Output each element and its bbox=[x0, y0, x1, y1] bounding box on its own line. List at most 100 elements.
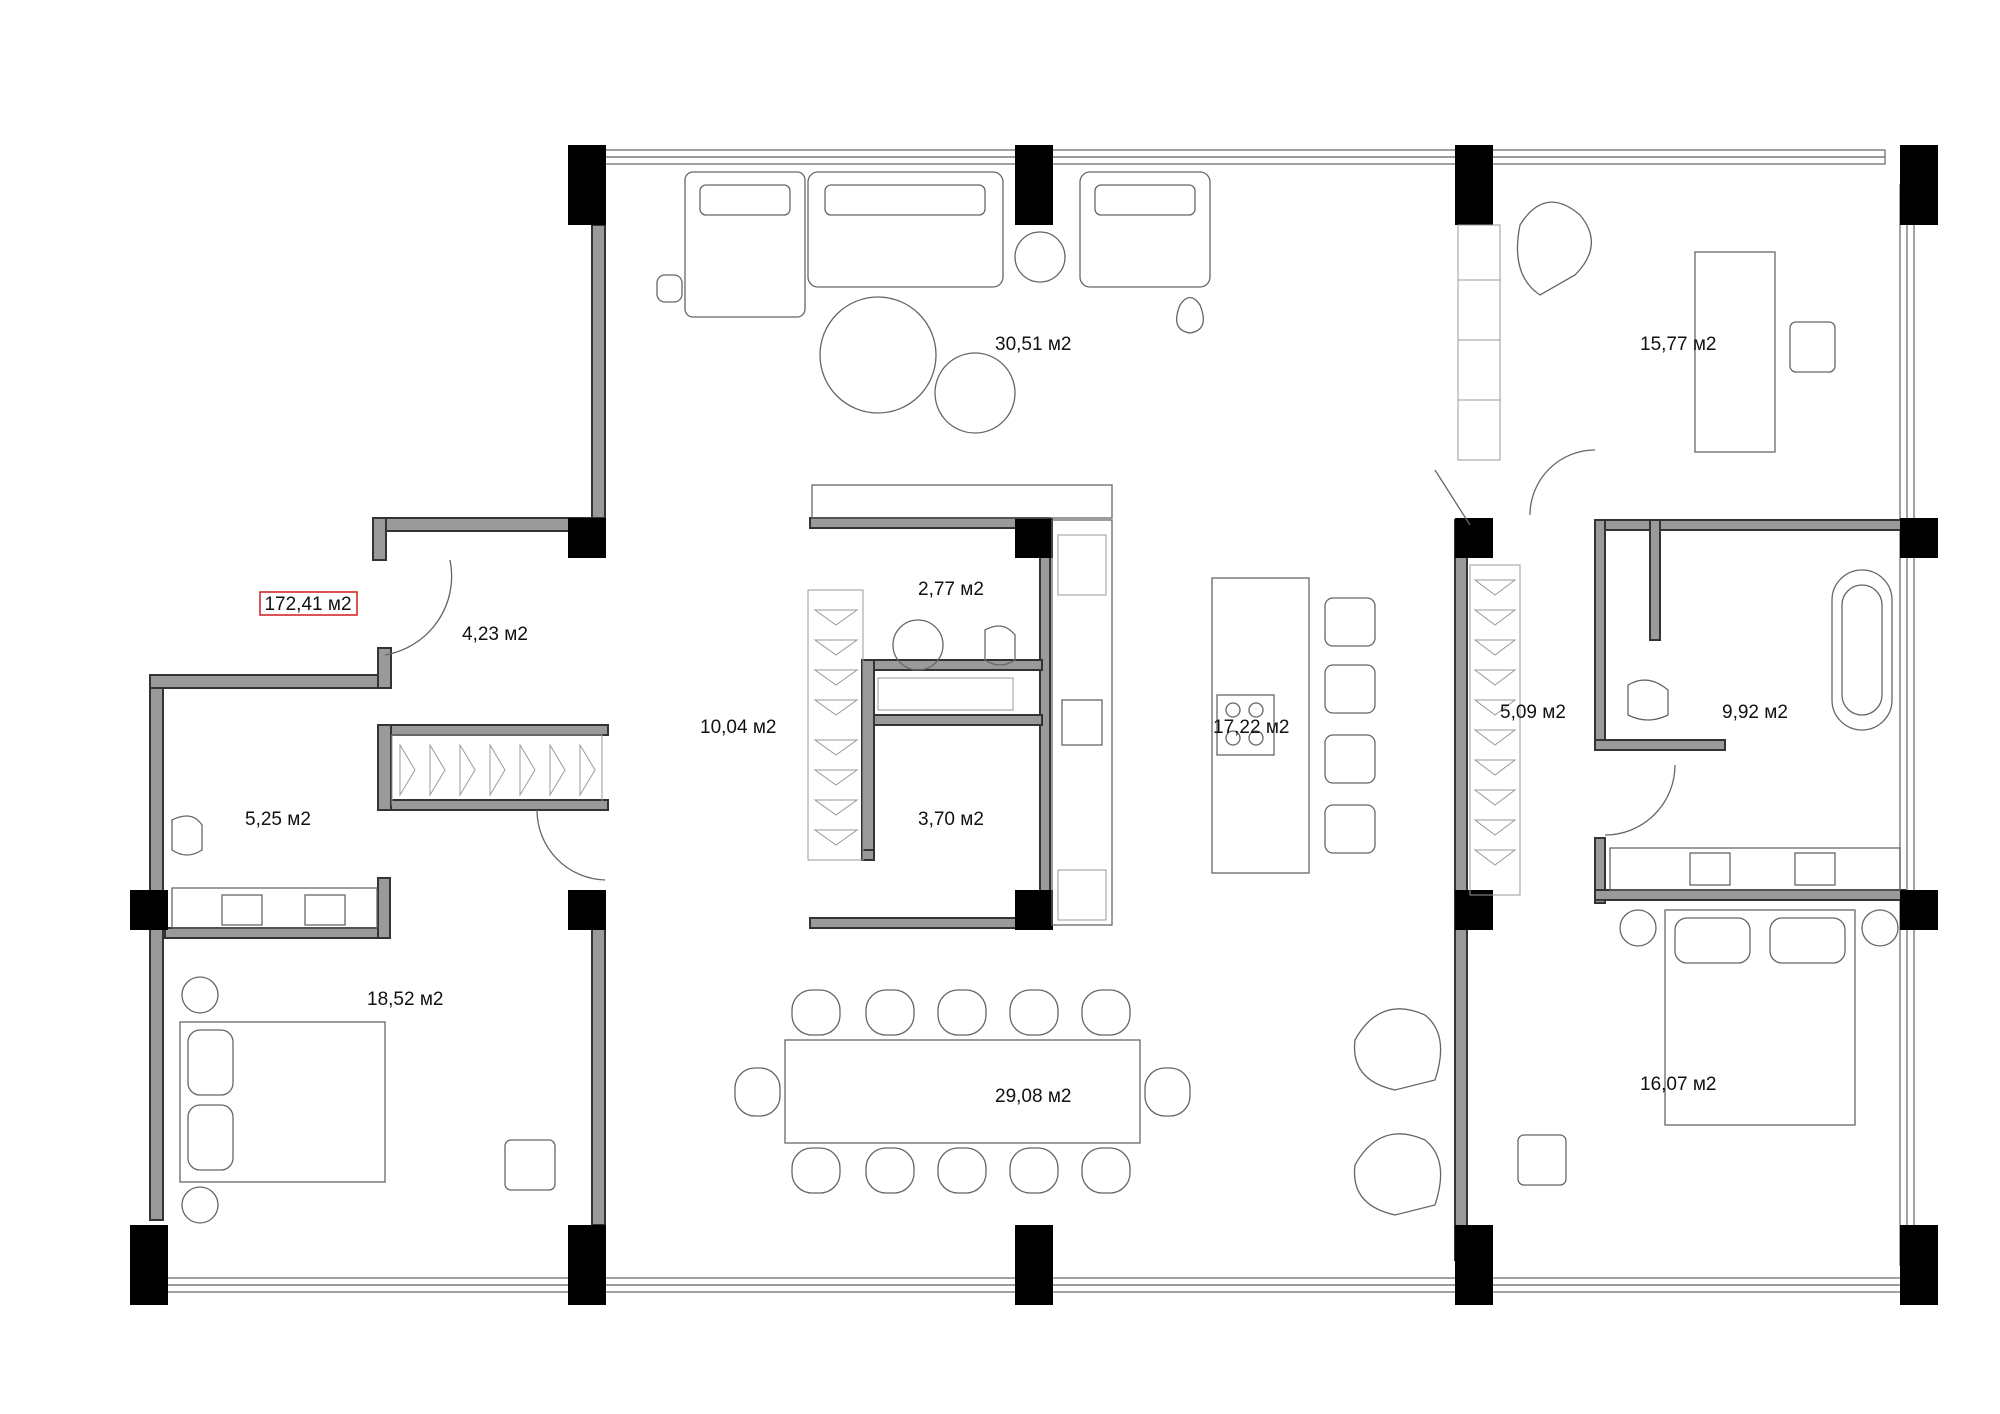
bar-stool bbox=[1324, 804, 1376, 854]
pillar bbox=[1900, 1225, 1938, 1305]
pillar bbox=[1015, 1225, 1053, 1305]
area-kitchen: 17,22 м2 bbox=[1213, 717, 1289, 738]
pillar bbox=[1015, 518, 1053, 558]
pillar bbox=[130, 1225, 168, 1305]
doors bbox=[384, 449, 1676, 881]
pillar bbox=[1900, 518, 1938, 558]
right-bath-bedroom-furniture bbox=[1517, 569, 1901, 1186]
armchair bbox=[504, 1139, 556, 1191]
bed bbox=[1664, 909, 1856, 1126]
kitchen-counter bbox=[1051, 519, 1113, 926]
toilet bbox=[1627, 679, 1669, 721]
washbasin bbox=[221, 894, 263, 926]
dining-chair bbox=[1009, 989, 1059, 1036]
area-hall: 10,04 м2 bbox=[700, 717, 776, 738]
shelving bbox=[1457, 224, 1501, 461]
washbasin bbox=[304, 894, 346, 926]
bathtub bbox=[1831, 569, 1893, 731]
bar-stool bbox=[1324, 664, 1376, 714]
armchair-right bbox=[1079, 171, 1211, 288]
washbasin bbox=[1689, 852, 1731, 886]
dining-chair bbox=[791, 989, 841, 1036]
armchair bbox=[1517, 1134, 1567, 1186]
bathtub-inner bbox=[1841, 584, 1883, 716]
washbasin bbox=[892, 619, 944, 671]
area-corridor: 5,09 м2 bbox=[1500, 702, 1566, 723]
dining-chair bbox=[865, 1147, 915, 1194]
walls bbox=[149, 224, 1906, 1261]
nightstand bbox=[1619, 909, 1657, 947]
area-dining: 29,08 м2 bbox=[995, 1086, 1071, 1107]
wc-fixtures bbox=[877, 619, 1016, 711]
area-entry: 4,23 м2 bbox=[462, 624, 528, 645]
lounge-chair bbox=[1353, 1133, 1442, 1216]
bar-stool bbox=[1324, 734, 1376, 784]
dining-table bbox=[784, 1039, 1141, 1144]
office-door-2 bbox=[1434, 469, 1471, 526]
office-chair bbox=[1789, 321, 1836, 373]
vanity bbox=[1609, 847, 1901, 891]
bar-stool bbox=[1324, 597, 1376, 647]
dining-chair bbox=[791, 1147, 841, 1194]
pillar bbox=[1455, 890, 1493, 930]
pillar bbox=[1015, 890, 1053, 930]
master-bath-door bbox=[1604, 764, 1676, 836]
sink bbox=[1061, 699, 1103, 746]
structural-pillars bbox=[130, 145, 1938, 1305]
pouf bbox=[656, 274, 683, 303]
nightstand bbox=[181, 1186, 219, 1224]
office-door bbox=[1529, 449, 1596, 516]
pillar bbox=[1015, 145, 1053, 225]
cooktop bbox=[1216, 694, 1275, 756]
armchair bbox=[1516, 201, 1593, 296]
dining-chair bbox=[937, 989, 987, 1036]
kitchen-island bbox=[1211, 577, 1310, 874]
pillar bbox=[1900, 145, 1938, 225]
office-furniture bbox=[1457, 201, 1836, 461]
dining-chair bbox=[865, 989, 915, 1036]
left-bath-bedroom-furniture bbox=[171, 815, 556, 1224]
shelf bbox=[877, 677, 1014, 711]
pillar bbox=[1900, 890, 1938, 930]
area-living: 30,51 м2 bbox=[995, 334, 1071, 355]
area-bedroom-right: 16,07 м2 bbox=[1640, 1074, 1716, 1095]
entry-door bbox=[384, 559, 453, 656]
dining-chair bbox=[1144, 1067, 1191, 1117]
dining-chair bbox=[1081, 989, 1131, 1036]
dining-chair bbox=[734, 1067, 781, 1117]
bed bbox=[179, 1021, 386, 1183]
pillar bbox=[130, 890, 168, 930]
pillar bbox=[568, 518, 606, 558]
vanity bbox=[171, 887, 378, 929]
coffee-table-small bbox=[934, 352, 1016, 434]
nightstand bbox=[181, 976, 219, 1014]
pillar bbox=[1455, 1225, 1493, 1305]
coffee-table-large bbox=[819, 296, 937, 414]
nightstand bbox=[1861, 909, 1899, 947]
room-labels: 30,51 м2 15,77 м2 2,77 м2 4,23 м2 10,04 … bbox=[245, 334, 1788, 1107]
pillar bbox=[1455, 145, 1493, 225]
sofa-center bbox=[807, 171, 1004, 288]
area-master-bath: 9,92 м2 bbox=[1722, 702, 1788, 723]
wardrobe-left bbox=[807, 589, 864, 861]
bath-door bbox=[536, 809, 606, 881]
total-area-badge: 172,41 м2 bbox=[259, 591, 358, 616]
dining-chair bbox=[1009, 1147, 1059, 1194]
wardrobe-corridor bbox=[1469, 564, 1521, 896]
dining-chair bbox=[1081, 1147, 1131, 1194]
pouf bbox=[1176, 296, 1204, 334]
area-office: 15,77 м2 bbox=[1640, 334, 1716, 355]
kitchen-fixtures bbox=[1051, 519, 1376, 926]
toilet bbox=[171, 815, 203, 856]
dining-chair bbox=[937, 1147, 987, 1194]
area-bath: 5,25 м2 bbox=[245, 809, 311, 830]
total-area-label: 172,41 м2 bbox=[264, 594, 351, 615]
dining-furniture bbox=[734, 989, 1442, 1216]
side-table bbox=[1014, 231, 1066, 283]
washbasin bbox=[1794, 852, 1836, 886]
area-storage: 3,70 м2 bbox=[918, 809, 984, 830]
pillar bbox=[568, 1225, 606, 1305]
area-bedroom-left: 18,52 м2 bbox=[367, 989, 443, 1010]
toilet bbox=[984, 625, 1016, 666]
